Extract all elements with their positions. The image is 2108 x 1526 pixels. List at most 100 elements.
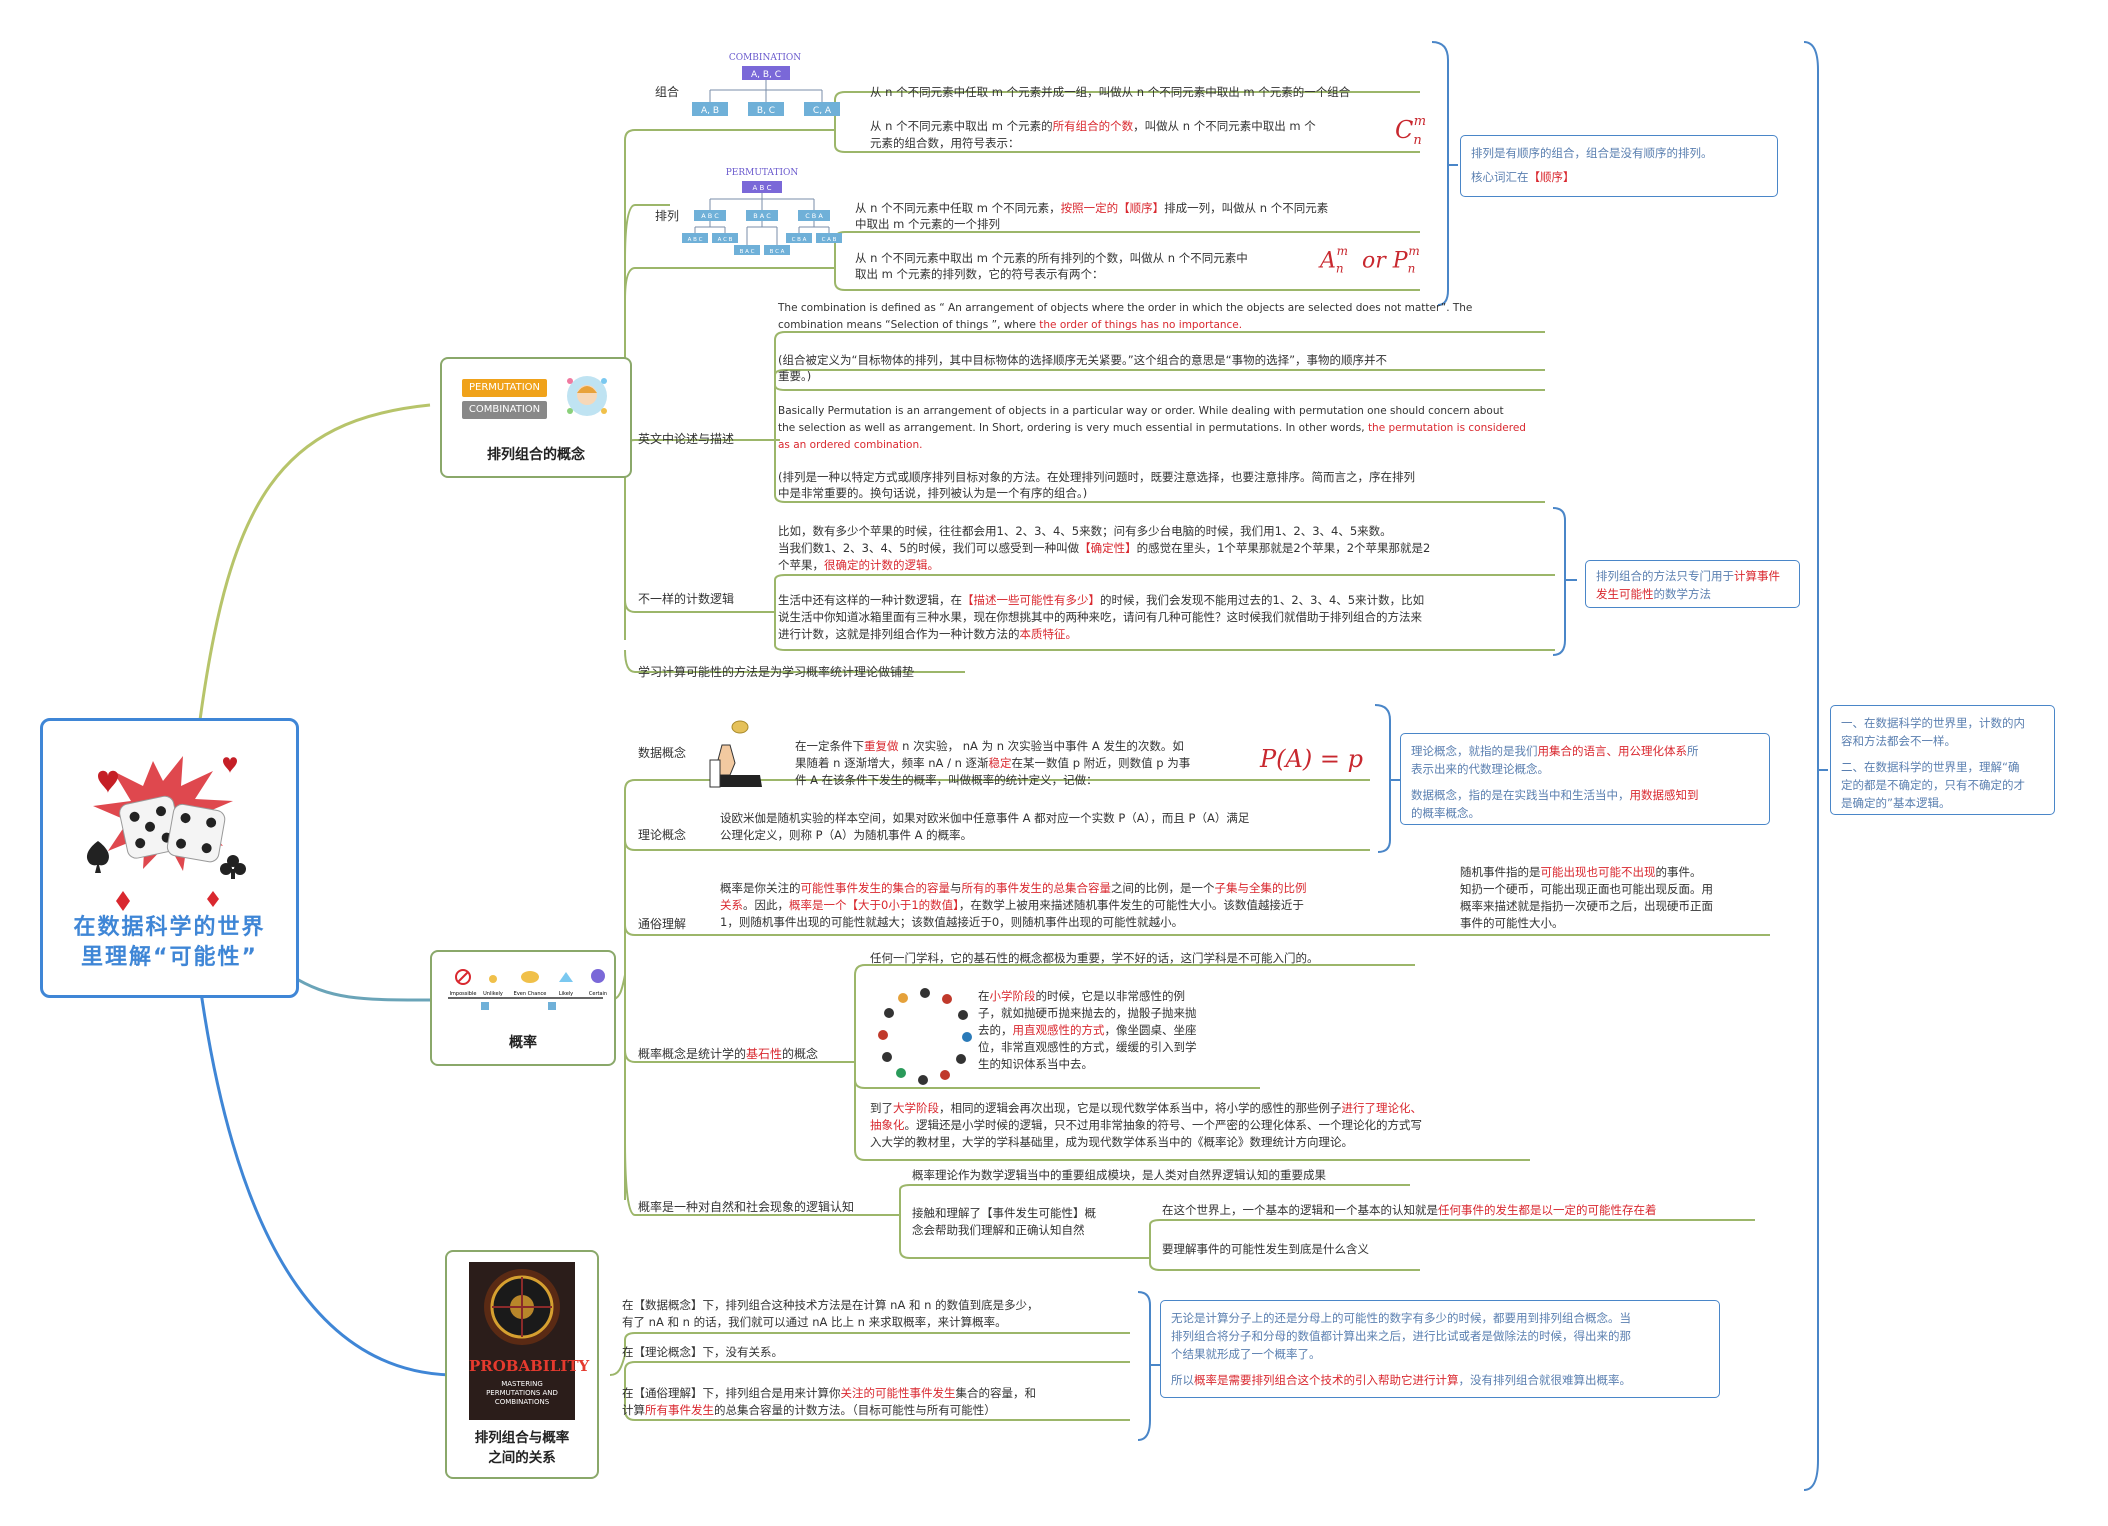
permutation-diagram-l2: B C A: [770, 249, 785, 255]
popular-line3: 1，则随机事件出现的可能性就越大；该数值越接近于0，则随机事件出现的可能性就越小…: [720, 915, 1184, 929]
english-label: 英文中论述与描述: [638, 432, 735, 446]
book-title: PROBABILITY: [469, 1357, 590, 1375]
counting-p1-line1: 比如，数有多少个苹果的时候，往往都会用1、2、3、4、5来数；问有多少台电脑的时…: [778, 524, 1392, 538]
book-cover: PROBABILITY MASTERING PERMUTATIONS AND C…: [469, 1262, 590, 1420]
combination-diagram-child: C, A: [813, 106, 832, 116]
permutation-diagram-root: A B C: [753, 184, 772, 192]
counting-p2-line3: 进行计数，这就是排列组合作为一种计数方法的本质特征。: [778, 627, 1077, 641]
combination-formula: Cnm: [1395, 114, 1427, 148]
permutation-diagram-title: PERMUTATION: [726, 168, 799, 178]
nature-p1: 概率理论作为数学逻辑当中的重要组成模块，是人类对自然界逻辑认知的重要成果: [912, 1168, 1326, 1182]
relationship-p1-line1: 在【数据概念】下，排列组合这种技术方法是在计算 nA 和 n 的数值到底是多少，: [622, 1298, 1039, 1312]
data-concept-line2: 果随着 n 逐渐增大，频率 nA / n 逐渐稳定在某一数值 p 附近，则数值 …: [795, 756, 1191, 770]
english-p3-line1: Basically Permutation is an arrangement …: [778, 405, 1504, 417]
nature-p2-line2: 念会帮助我们理解和正确认知自然: [912, 1223, 1085, 1237]
permutation-diagram-l2: A C B: [718, 237, 733, 243]
combination-label: 组合: [655, 85, 680, 99]
branch-relationship[interactable]: PROBABILITY MASTERING PERMUTATIONS AND C…: [445, 1250, 599, 1479]
counting-p2-line2: 说生活中你知道冰箱里面有三种水果，现在你想挑其中的两种来吃，请问有几种可能性？这…: [778, 610, 1422, 624]
theory-concept-line2: 公理化定义，则称 P（A）为随机事件 A 的概率。: [720, 828, 973, 842]
note-random-line2: 知扔一个硬币，可能出现正面也可能出现反面。用: [1460, 882, 1713, 896]
permutation-formula: Anm or Pnm: [1320, 244, 1420, 276]
foundation-p3-line2: 抽象化。逻辑还是小学时候的逻辑，只不过用非常抽象的符号、一个严密的公理化体系、一…: [870, 1118, 1422, 1132]
english-p1-line2: combination means “Selection of things ”…: [778, 319, 1243, 331]
foundation-p2-line1: 在小学阶段的时候，它是以非常感性的例: [978, 989, 1185, 1003]
data-concept-label: 数据概念: [638, 746, 687, 760]
permutation-diagram-l1: C B A: [805, 212, 823, 220]
combination-diagram-child: A, B: [701, 106, 719, 116]
foundation-p2-line4: 位，非常直观感性的方式，缓缓的引入到学: [978, 1040, 1197, 1054]
combination-diagram: COMBINATION A, B, C A, B B, C C, A: [692, 53, 840, 116]
relationship-p3-line2: 计算所有事件发生的总集合容量的计数方法。（目标可能性与所有可能性）: [622, 1403, 996, 1417]
central-topic[interactable]: 在数据科学的世界 里理解“可能性”: [40, 718, 299, 998]
branch-permutation-combination-concept[interactable]: PERMUTATION COMBINATION 排列组合的概念: [440, 357, 632, 478]
combination-diagram-child: B, C: [757, 106, 775, 116]
data-concept-line1: 在一定条件下重复做 n 次实验， nA 为 n 次实验当中事件 A 发生的次数。…: [795, 739, 1184, 753]
english-p4-line2: 中是非常重要的。换句话说，排列被认为是一个有序的组合。): [778, 486, 1088, 500]
branch-probability[interactable]: Impossible Unlikely Even Chance Likely C…: [430, 950, 616, 1066]
data-concept-formula: P(A) = p: [1260, 745, 1363, 773]
book-subtitle: MASTERING PERMUTATIONS AND COMBINATIONS: [486, 1380, 558, 1406]
central-title-line1: 在数据科学的世界: [73, 915, 266, 940]
foundation-label: 概率概念是统计学的基石性的概念: [638, 1047, 819, 1061]
popular-line1: 概率是你关注的可能性事件发生的集合的容量与所有的事件发生的总集合容量之间的比例，…: [720, 881, 1307, 895]
popular-label: 通俗理解: [638, 917, 687, 931]
counting-p1-line2: 当我们数1、2、3、4、5的时候，我们可以感受到一种叫做【确定性】的感觉在里头，…: [778, 541, 1431, 555]
nature-p4: 要理解事件的可能性发生到底是什么含义: [1162, 1242, 1369, 1256]
permutation-diagram-l1: B A C: [753, 212, 771, 220]
scale-label: Certain: [589, 991, 607, 997]
permutation-diagram-l2: C B A: [792, 237, 807, 243]
foundation-p2-line3: 去的，用直观感性的方式，像坐圆桌、坐座: [978, 1023, 1197, 1037]
permutation-label: 排列: [655, 209, 680, 223]
note-relationship: 无论是计算分子上的还是分母上的可能性的数字有多少的时候，都要用到排列组合概念。当…: [1160, 1300, 1720, 1398]
foundation-p2-line2: 子，就如抛硬币抛来抛去的，抛骰子抛来抛: [978, 1006, 1197, 1020]
counting-label: 不一样的计数逻辑: [638, 592, 735, 606]
scale-label: Impossible: [450, 991, 477, 997]
branch-line-2: [289, 973, 431, 1002]
permutation-diagram-l2: C A B: [822, 237, 837, 243]
thinking-girl-icon: [567, 376, 607, 416]
branch1-title: 排列组合的概念: [487, 447, 585, 463]
note-counting: 排列组合的方法只专门用于计算事件发生可能性的数学方法: [1585, 560, 1800, 608]
permutation-def1-line1: 从 n 个不同元素中任取 m 个不同元素，按照一定的【顺序】排成一列，叫做从 n…: [855, 201, 1329, 215]
roulette-icon: [484, 1269, 560, 1345]
english-p2-line2: 重要。): [778, 369, 812, 383]
nature-label: 概率是一种对自然和社会现象的逻辑认知: [638, 1200, 855, 1214]
note-random-line1: 随机事件指的是可能出现也可能不出现的事件。: [1460, 865, 1702, 879]
branch1-summary: 学习计算可能性的方法是为学习概率统计理论做铺垫: [638, 665, 915, 679]
foundation-p3-line1: 到了大学阶段，相同的逻辑会再次出现，它是以现代数学体系当中，将小学的感性的那些例…: [870, 1101, 1422, 1115]
branch-line-1: [198, 403, 431, 721]
combination-def1: 从 n 个不同元素中任取 m 个元素并成一组，叫做从 n 个不同元素中取出 m …: [870, 85, 1351, 99]
relationship-p1-line2: 有了 nA 和 n 的话，我们就可以通过 nA 比上 n 来求取概率，来计算概率…: [622, 1315, 1007, 1329]
english-p1-line1: The combination is defined as “ An arran…: [778, 302, 1473, 314]
scale-label: Unlikely: [483, 991, 503, 997]
foundation-p3-line3: 入大学的教材里，大学的学科基础里，成为现代数学体系当中的《概率论》数理统计方向理…: [870, 1135, 1353, 1149]
permutation-diagram: PERMUTATION A B C A B C B A C C B A A B …: [682, 168, 842, 255]
note-random-line4: 事件的可能性大小。: [1460, 916, 1564, 930]
scale-label: Even Chance: [514, 991, 547, 997]
combination-def2-line1: 从 n 个不同元素中取出 m 个元素的所有组合的个数，叫做从 n 个不同元素中取…: [870, 119, 1316, 133]
english-p2-line1: (组合被定义为“目标物体的排列，其中目标物体的选择顺序无关紧要。”这个组合的意思…: [778, 353, 1388, 367]
combination-tag: COMBINATION: [462, 401, 547, 419]
theory-concept-line1: 设欧米伽是随机实验的样本空间，如果对欧米伽中任意事件 A 都对应一个实数 P（A…: [720, 811, 1250, 825]
theory-concept-label: 理论概念: [638, 828, 687, 842]
nature-p2-line1: 接触和理解了【事件发生可能性】概: [912, 1206, 1096, 1220]
relationship-p3-line1: 在【通俗理解】下，排列组合是用来计算你关注的可能性事件发生集合的容量，和: [622, 1386, 1036, 1400]
counting-p2-line1: 生活中还有这样的一种计数逻辑，在【描述一些可能性有多少】的时候，我们会发现不能用…: [778, 593, 1425, 607]
scale-label: Likely: [559, 991, 573, 997]
combination-diagram-root: A, B, C: [751, 70, 781, 80]
permutation-diagram-l2: A B C: [688, 237, 703, 243]
branch-line-3: [198, 984, 451, 1377]
permutation-def2-line2: 取出 m 个元素的排列数，它的符号表示有两个：: [855, 267, 1104, 281]
foundation-p2-line5: 生的知识体系当中去。: [978, 1057, 1093, 1071]
nature-p3: 在这个世界上，一个基本的逻辑和一个基本的认知就是任何事件的发生都是以一定的可能性…: [1162, 1203, 1657, 1217]
branch2-title: 概率: [509, 1035, 537, 1051]
data-concept-line3: 件 A 在该条件下发生的概率，叫做概率的统计定义，记做：: [795, 773, 1098, 787]
foundation-p1: 任何一门学科，它的基石性的概念都极为重要，学不好的话，这门学科是不可能入门的。: [870, 951, 1319, 965]
english-p4-line1: (排列是一种以特定方式或顺序排列目标对象的方法。在处理排列问题时，既要注意选择，…: [778, 470, 1415, 484]
english-p3-line2: the selection as well as arrangement. In…: [778, 422, 1526, 434]
english-p3-line3: as an ordered combination.: [778, 439, 923, 451]
permutation-diagram-l2: B A C: [740, 249, 755, 255]
note-concepts: 理论概念，就指的是我们用集合的语言、用公理化体系所 表示出来的代数理论概念。 数…: [1400, 733, 1770, 825]
popular-line2: 关系。因此，概率是一个【大于0小于1的数值】，在数学上被用来描述随机事件发生的可…: [720, 898, 1304, 912]
